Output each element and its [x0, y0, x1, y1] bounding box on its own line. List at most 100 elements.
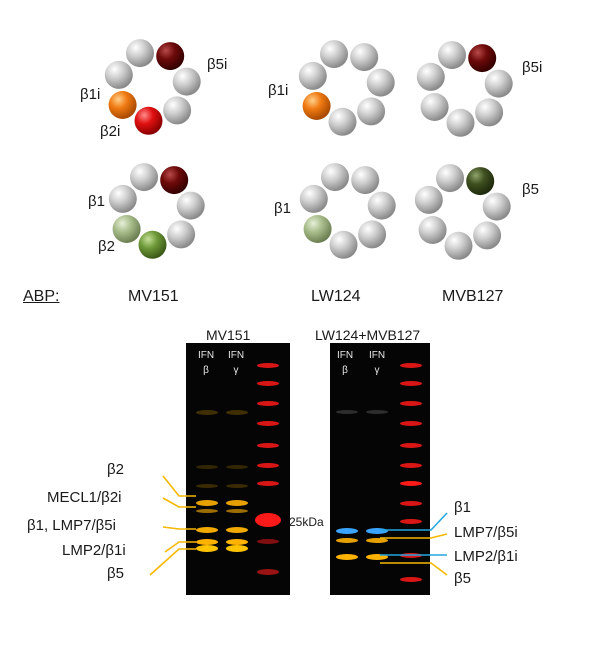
ring-sphere: [163, 96, 192, 125]
leader-right-beta5: [380, 562, 448, 576]
ring-sphere: [466, 167, 495, 196]
ring-sphere: [298, 61, 327, 90]
ring-sphere: [482, 192, 511, 221]
gel-left-ladder-band-25kda: [255, 513, 281, 527]
ring-mvb127-immuno: [416, 41, 513, 137]
gel-left-band-faint: [196, 410, 218, 415]
gel-left-ladder-band: [257, 463, 279, 468]
gel-left-band-beta1-lmp7: [226, 527, 248, 533]
band-label-right-beta1: β1: [454, 499, 471, 516]
band-label-beta5: β5: [107, 565, 124, 582]
ring-sphere: [328, 107, 357, 136]
gel-left-band-faint: [226, 410, 248, 415]
gel-right-ladder-band: [400, 363, 422, 368]
gel-left-band-beta1-lmp7: [196, 527, 218, 533]
ring-sphere: [367, 191, 396, 220]
gel-left-ladder-band: [257, 569, 279, 575]
gel-right-lane1-treatment: IFN: [336, 350, 354, 361]
marker-25kda: 25kDa: [289, 515, 324, 529]
gel-right-band-lmp7: [366, 538, 388, 543]
gel-left-ladder-band: [257, 481, 279, 486]
band-label-beta2: β2: [107, 461, 124, 478]
abp-probe-lw124: LW124: [311, 288, 361, 305]
gel-right-band-beta1: [336, 528, 358, 534]
gel-left-lane2-label: IFN γ: [226, 349, 246, 378]
ring-sphere: [160, 166, 189, 195]
ring-sphere: [418, 216, 447, 244]
gel-right-band-lmp2: [336, 554, 358, 560]
ring-sphere: [420, 93, 449, 121]
label-beta1-lw124: β1: [274, 200, 291, 217]
gel-right-band-faint: [366, 410, 388, 414]
ring-sphere: [484, 69, 513, 98]
gel-left-band-lmp2: [196, 539, 218, 545]
ring-sphere: [358, 220, 387, 249]
ring-sphere: [320, 40, 348, 69]
label-beta2i-mv151: β2i: [100, 123, 121, 140]
leader-right-lmp7: [380, 533, 448, 539]
gel-left: IFN β IFN γ: [186, 343, 290, 595]
label-beta1-mv151: β1: [88, 193, 105, 210]
gel-right-ladder-band: [400, 401, 422, 406]
ring-sphere: [112, 215, 141, 243]
gel-right-ladder-band: [400, 381, 422, 386]
label-beta1i-lw124: β1i: [268, 82, 289, 99]
gel-left-lane2-cytokine: γ: [233, 364, 239, 376]
ring-sphere: [176, 191, 205, 220]
gel-right-ladder-band: [400, 463, 422, 468]
gel-left-lane2-treatment: IFN: [227, 350, 245, 361]
ring-lw124-constitutive: [299, 163, 396, 259]
ring-sphere: [130, 163, 158, 192]
leader-lmp2: [164, 541, 196, 553]
gel-right-ladder-band: [400, 577, 422, 582]
band-label-beta1-lmp7: β1, LMP7/β5i: [27, 517, 116, 534]
gel-left-band-mecl1: [226, 500, 248, 506]
ring-sphere: [357, 97, 386, 126]
ring-sphere: [172, 67, 201, 96]
gel-left-lane1-label: IFN β: [196, 349, 216, 378]
ring-sphere: [475, 98, 504, 127]
gel-left-band-beta5: [226, 545, 248, 552]
abp-probe-mv151: MV151: [128, 288, 179, 305]
gel-left-band-beta2: [196, 484, 218, 488]
band-label-right-beta5: β5: [454, 570, 471, 587]
band-label-right-lmp2-beta1i: LMP2/β1i: [454, 548, 518, 565]
gel-right-lane1-label: IFN β: [335, 349, 355, 378]
gel-left-band-beta2: [226, 484, 248, 488]
abp-title: ABP:: [23, 288, 60, 305]
gel-right-ladder-band: [400, 519, 422, 524]
gel-right-lane1-cytokine: β: [342, 364, 348, 376]
gel-right-lane2-treatment: IFN: [368, 350, 386, 361]
label-beta1i-mv151: β1i: [80, 86, 101, 103]
gel-left-band-faint: [196, 465, 218, 469]
gel-left-band-mecl1: [196, 500, 218, 506]
ring-sphere: [104, 60, 133, 89]
ring-sphere: [303, 215, 332, 243]
band-label-lmp2-beta1i: LMP2/β1i: [62, 542, 126, 559]
label-beta5i-mv151: β5i: [207, 56, 228, 73]
gel-left-ladder-band: [257, 401, 279, 406]
gel-right-lane2-cytokine: γ: [374, 364, 380, 376]
gel-left-ladder-band: [257, 421, 279, 426]
ring-sphere: [167, 220, 196, 249]
ring-sphere: [350, 43, 379, 72]
ring-sphere: [473, 221, 502, 250]
label-beta2-mv151: β2: [98, 238, 115, 255]
gel-right-ladder-band: [400, 421, 422, 426]
gel-right-lane2-label: IFN γ: [367, 349, 387, 378]
ring-sphere: [138, 230, 167, 259]
gel-left-band-minor: [196, 509, 218, 513]
gel-right-ladder-band: [400, 501, 422, 506]
ring-sphere: [468, 44, 497, 73]
gel-right-ladder-band: [400, 481, 422, 486]
ring-sphere: [126, 39, 154, 68]
gel-left-band-beta5: [196, 545, 218, 552]
ring-sphere: [366, 68, 395, 97]
gel-right: IFN β IFN γ: [330, 343, 430, 595]
gel-left-lane1-treatment: IFN: [197, 350, 215, 361]
band-label-right-lmp7-beta5i: LMP7/β5i: [454, 524, 518, 541]
leader-right-beta1: [380, 512, 448, 531]
gel-right-band-faint: [336, 410, 358, 414]
ring-sphere: [436, 164, 464, 193]
